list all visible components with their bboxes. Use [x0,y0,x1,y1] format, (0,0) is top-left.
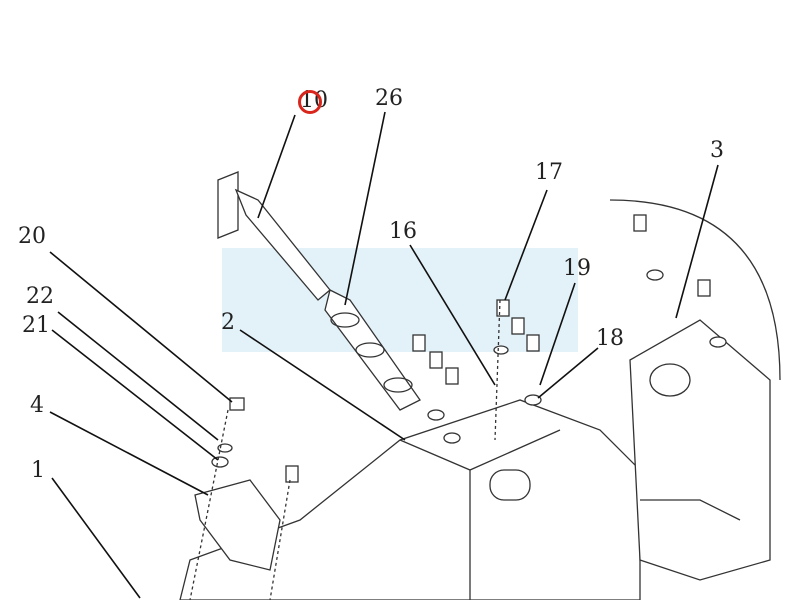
selection-marker [298,90,322,114]
callout-16[interactable]: 16 [389,219,417,244]
callout-18[interactable]: 18 [596,326,624,351]
callout-17[interactable]: 17 [535,160,563,185]
callout-2[interactable]: 2 [216,310,240,335]
watermark [222,248,578,352]
callout-19[interactable]: 19 [563,256,591,281]
callout-3[interactable]: 3 [705,138,729,163]
callout-26[interactable]: 26 [375,86,403,111]
callout-4[interactable]: 4 [25,393,49,418]
callout-21[interactable]: 21 [22,313,50,338]
machine-drawing [179,171,781,600]
leader-lines [49,111,719,599]
callout-22[interactable]: 22 [26,284,54,309]
callout-1[interactable]: 1 [26,458,50,483]
callout-20[interactable]: 20 [18,224,46,249]
